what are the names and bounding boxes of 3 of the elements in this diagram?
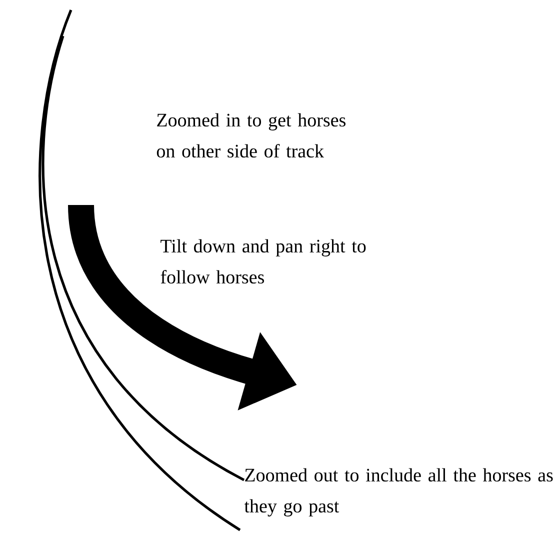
text-label: Zoomed out to include all the horses as they go past [244,468,553,516]
text-label: Tilt down and pan right to follow horses [160,239,366,284]
text-label: Zoomed in to get horses on other side of track [156,113,346,158]
